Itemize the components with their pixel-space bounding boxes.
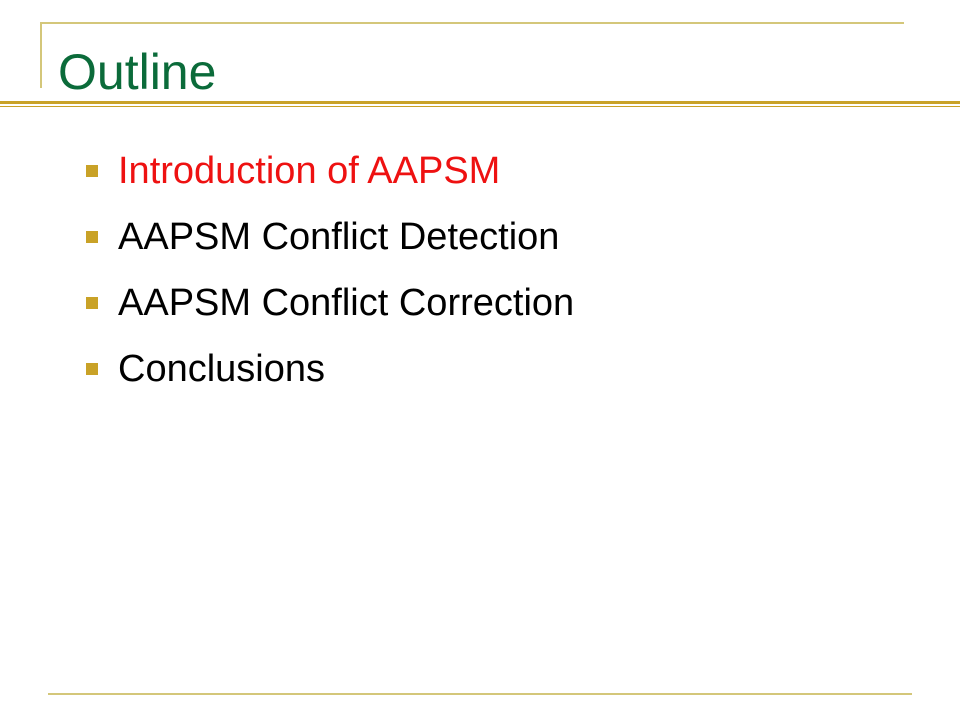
square-bullet-icon [86, 297, 98, 309]
outline-item-conflict-correction: AAPSM Conflict Correction [86, 270, 574, 336]
footer-rule [48, 693, 912, 695]
square-bullet-icon [86, 363, 98, 375]
outline-item-text: Introduction of AAPSM [118, 149, 501, 192]
outline-item-conflict-detection: AAPSM Conflict Detection [86, 204, 574, 270]
square-bullet-icon [86, 165, 98, 177]
outline-item-text: AAPSM Conflict Detection [118, 215, 560, 258]
outline-item-introduction: Introduction of AAPSM [86, 138, 574, 204]
outline-item-text: Conclusions [118, 347, 325, 390]
outline-list: Introduction of AAPSM AAPSM Conflict Det… [86, 138, 574, 402]
title-underline-thin [0, 106, 960, 107]
title-underline-thick [0, 101, 960, 104]
outline-item-text: AAPSM Conflict Correction [118, 281, 575, 324]
slide-title: Outline [58, 44, 217, 100]
outline-item-conclusions: Conclusions [86, 336, 574, 402]
square-bullet-icon [86, 231, 98, 243]
slide-frame-left-line [40, 22, 42, 88]
slide-frame-top-line [40, 22, 904, 24]
